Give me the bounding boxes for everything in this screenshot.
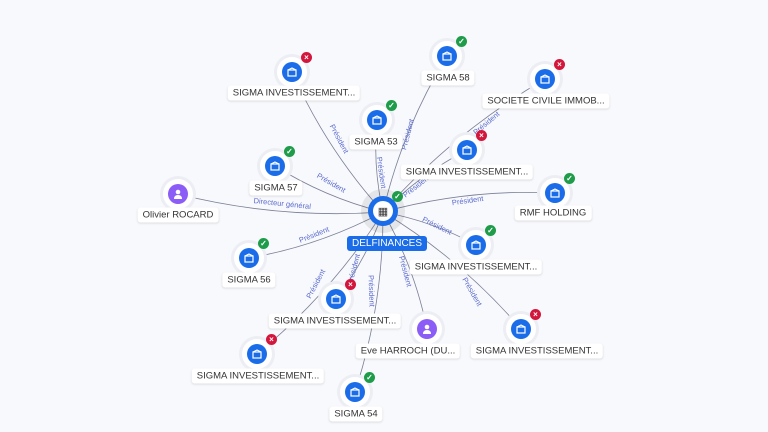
edge-label: Président [375,156,388,190]
node-label[interactable]: SIGMA INVESTISSEMENT... [268,313,402,329]
edge-label: Président [451,194,485,207]
edge-line [248,211,384,259]
edge-line [177,193,384,215]
building-icon [466,235,486,255]
node-label[interactable]: SIGMA INVESTISSEMENT... [227,85,361,101]
person-node[interactable] [163,179,193,209]
building-icon: ▦ [373,201,393,221]
check-badge-icon: ✓ [364,372,375,383]
building-icon [545,183,565,203]
company-node[interactable]: × [277,52,312,87]
building-icon [247,344,267,364]
node-label[interactable]: Olivier ROCARD [137,207,219,223]
person-icon [417,319,437,339]
node-label[interactable]: SIGMA 54 [329,406,383,422]
center-node-label[interactable]: DELFINANCES [347,236,428,251]
building-icon [239,248,259,268]
cross-badge-icon: × [476,130,487,141]
node-label[interactable]: SIGMA INVESTISSEMENT... [409,259,543,275]
building-icon [282,62,302,82]
node-label[interactable]: RMF HOLDING [514,205,592,221]
building-icon [457,140,477,160]
building-icon [511,319,531,339]
edge-label: Président [366,275,376,308]
building-icon [367,110,387,130]
edge-line [382,191,556,213]
edge-label: Directeur général [253,196,311,211]
cross-badge-icon: × [266,334,277,345]
check-badge-icon: ✓ [392,191,403,202]
edge-label: Président [421,215,454,237]
check-badge-icon: ✓ [485,225,496,236]
company-node[interactable]: ✓ [432,36,467,71]
node-label[interactable]: Eve HARROCH (DU... [355,343,461,359]
center-node[interactable]: ▦ ✓ [368,191,403,226]
company-node[interactable]: × [530,59,565,94]
company-node[interactable]: ✓ [234,238,269,273]
company-node[interactable]: × [242,334,277,369]
company-node[interactable]: ✓ [540,173,575,208]
edge-label: Président [315,171,348,195]
building-icon [535,69,555,89]
check-badge-icon: ✓ [386,100,397,111]
node-label[interactable]: SIGMA INVESTISSEMENT... [400,164,534,180]
cross-badge-icon: × [345,279,356,290]
person-node[interactable] [412,314,442,344]
node-label[interactable]: SIGMA INVESTISSEMENT... [470,343,604,359]
cross-badge-icon: × [554,59,565,70]
check-badge-icon: ✓ [564,173,575,184]
company-node[interactable]: ✓ [260,146,295,181]
node-label[interactable]: SOCIETE CIVILE IMMOB... [482,93,610,109]
company-node[interactable]: × [321,279,356,314]
building-icon [265,156,285,176]
edge-label: Président [328,123,351,156]
node-label[interactable]: SIGMA 56 [222,272,276,288]
company-node[interactable]: ✓ [362,100,397,135]
cross-badge-icon: × [301,52,312,63]
building-icon [437,46,457,66]
company-node[interactable]: × [506,309,541,344]
node-label[interactable]: SIGMA 53 [349,134,403,150]
node-label[interactable]: SIGMA 58 [421,70,475,86]
edge-label: Président [460,276,484,309]
company-node[interactable]: ✓ [461,225,496,260]
node-label[interactable]: SIGMA INVESTISSEMENT... [191,368,325,384]
cross-badge-icon: × [530,309,541,320]
building-icon [345,382,365,402]
edge-line [354,211,384,393]
building-icon [326,289,346,309]
company-node[interactable]: ✓ [340,372,375,407]
company-node[interactable]: × [452,130,487,165]
check-badge-icon: ✓ [284,146,295,157]
check-badge-icon: ✓ [456,36,467,47]
check-badge-icon: ✓ [258,238,269,249]
person-icon [168,184,188,204]
node-label[interactable]: SIGMA 57 [249,180,303,196]
